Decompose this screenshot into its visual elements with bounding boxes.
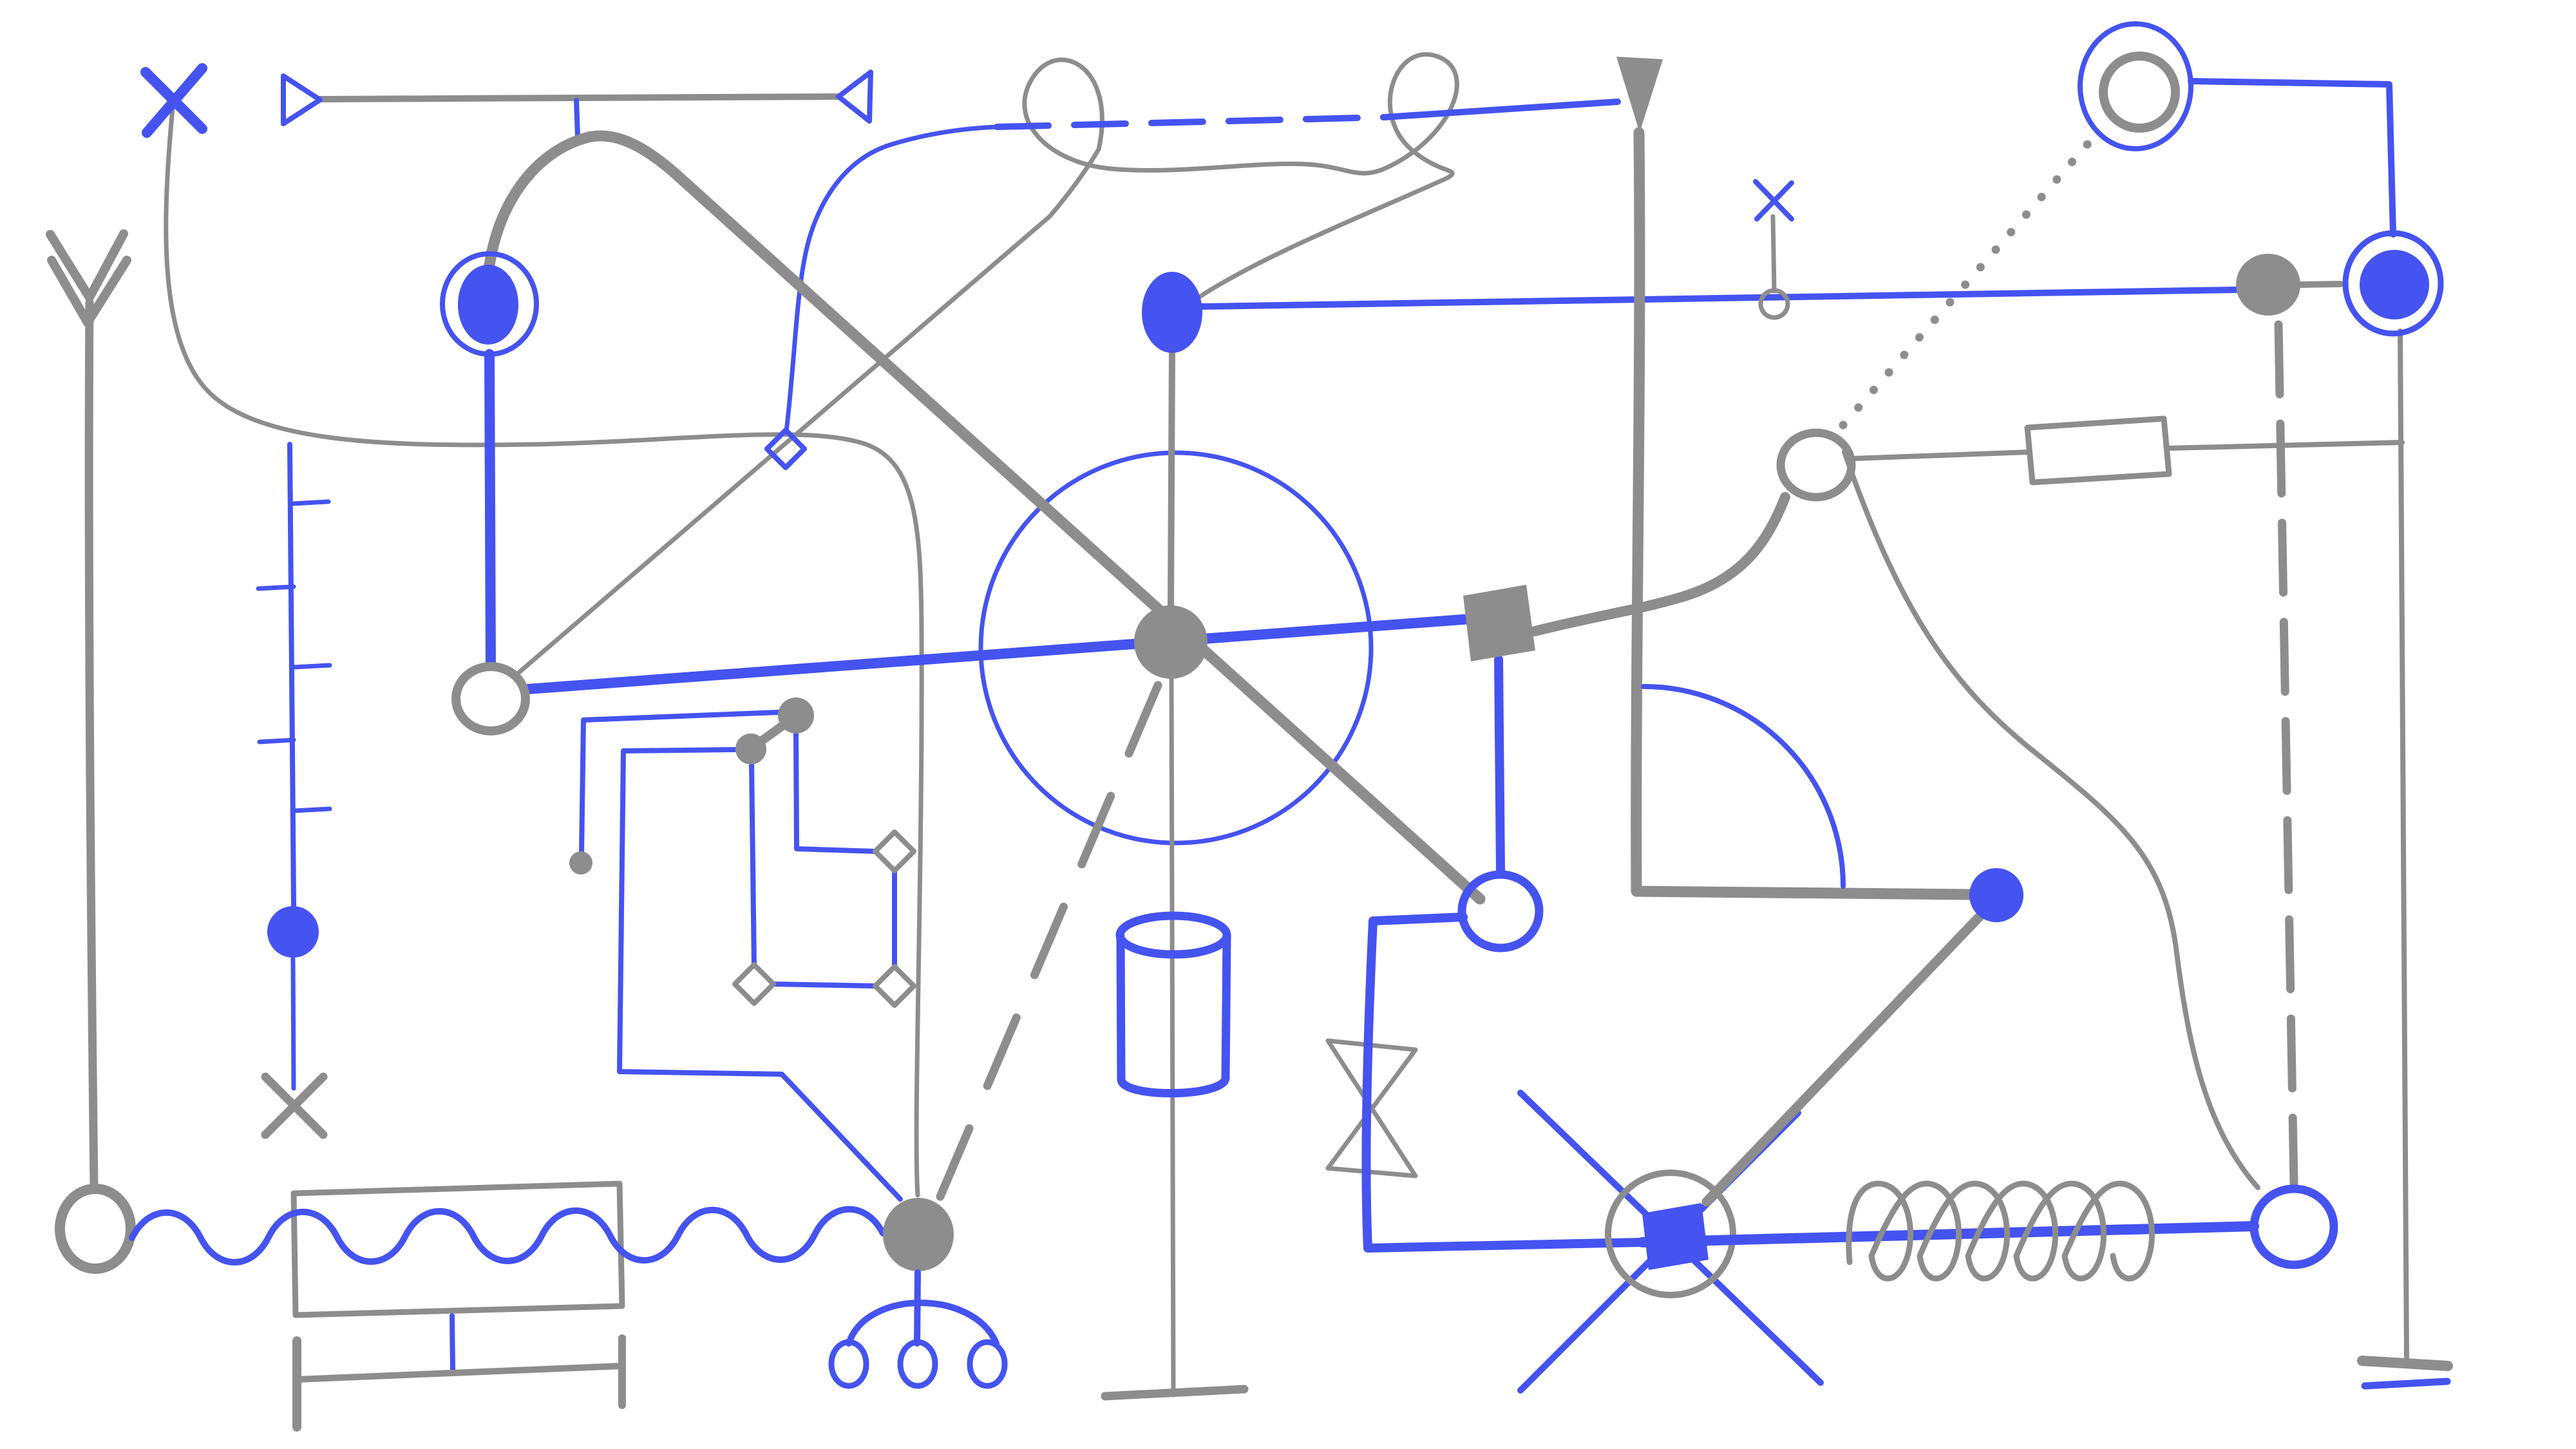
top-right-blue-wire [2188, 78, 2396, 238]
staircase-segment-d [793, 730, 878, 854]
main-blue-bus-line [523, 612, 1502, 694]
staircase-dot-large [778, 697, 814, 734]
diamond-handle-left [732, 962, 776, 1006]
ringed-blue-node-ring [440, 251, 539, 357]
bottom-t-bar [1101, 1385, 1249, 1401]
meander-curve [164, 106, 924, 1198]
probe-circle [1758, 288, 1790, 320]
small-blue-x [1753, 179, 1794, 222]
thick-vertical-drop-wire [1631, 127, 1978, 900]
dashed-diagonal-stroke [936, 681, 1162, 1201]
blue-x-mark-top-left [140, 63, 207, 138]
left-node-stem [290, 956, 296, 1091]
solid-blue-line-to-triangle [1381, 99, 1621, 120]
staircase-dot-medium [735, 734, 766, 764]
ringed-blue-node-right [2342, 230, 2444, 337]
blue-filled-node-right [1969, 868, 2023, 922]
staircase-segment-e [770, 868, 897, 989]
open-circle-junction-left [451, 662, 530, 735]
ruler-ticks [256, 499, 332, 813]
right-pointing-triangle-outline [281, 73, 323, 126]
thick-blue-vertical [484, 349, 496, 671]
staircase-blue-path [569, 697, 916, 1202]
square-to-circle-drop [1494, 655, 1505, 876]
ringed-blue-node-core [458, 265, 518, 345]
blue-tick-on-connector [574, 98, 580, 139]
ground-bar-blue [2361, 1378, 2451, 1390]
probe-stem [1770, 214, 1777, 294]
battery-blue-tick [450, 1313, 455, 1373]
big-blue-circle-outline [978, 450, 1374, 846]
ringed-node-right-ring [2342, 230, 2444, 337]
right-vertical-wire [2398, 328, 2409, 1363]
blue-right-angle-wire [1361, 913, 1647, 1253]
left-blue-filled-node [267, 906, 319, 958]
thick-arch-stroke [482, 130, 1486, 905]
right-s-curve [1842, 450, 2260, 1190]
chandelier-ring-middle [897, 1339, 938, 1389]
cylinder-body [1116, 931, 1231, 1097]
gray-square-junction [1463, 585, 1535, 661]
cylinder-symbol [1115, 911, 1231, 1097]
staircase-segment-b [617, 747, 903, 1202]
long-dashed-vertical [2274, 320, 2298, 1188]
filled-down-triangle [1616, 57, 1663, 133]
open-circle-junction-right [1776, 428, 1856, 502]
fuse-wire [1851, 440, 2405, 461]
left-open-ellipse-node [55, 1184, 136, 1274]
ruler-line-with-ticks [256, 442, 332, 908]
gray-dot-right [2236, 254, 2300, 316]
diamond-handle-right [873, 964, 916, 1008]
quarter-arc-blue [1641, 684, 1846, 889]
bottom-gray-node [883, 1198, 954, 1271]
diamond-curve [784, 124, 999, 434]
blue-filled-node-top-middle [1142, 272, 1202, 353]
fuse-rectangle [2024, 415, 2172, 486]
staircase-segment-a [579, 710, 782, 855]
upper-blue-bus-line [1198, 287, 2239, 310]
chandelier-dome [846, 1300, 999, 1347]
i-beam-rail [294, 1363, 625, 1383]
double-ring-top-right [2078, 21, 2193, 151]
blue-diamond-marker [764, 428, 807, 470]
ground-bar-gray [2357, 1356, 2453, 1371]
end-circle-bottom-right [2249, 1184, 2338, 1269]
gray-x-mark-left [261, 1072, 328, 1139]
double-loop-squiggle [516, 52, 1459, 675]
i-beam-terminal [292, 1334, 626, 1432]
staircase-segment-c [749, 761, 757, 969]
dotted-diagonal-line [1839, 123, 2107, 430]
small-x-and-circle-probe [1753, 179, 1794, 320]
left-vertical-wire [84, 298, 99, 1192]
staircase-dot-small [569, 851, 592, 875]
mid-vertical-lower [1169, 675, 1176, 1397]
double-ring-inner [2099, 52, 2180, 133]
cylinder-rim [1115, 911, 1231, 959]
chandelier-ring-left [828, 1339, 869, 1389]
double-ring-outer [2078, 21, 2193, 151]
chandelier-stem [914, 1269, 921, 1347]
chandelier-ring-right [967, 1339, 1008, 1389]
top-horizontal-connector [317, 93, 840, 102]
circled-square-ring [1605, 1170, 1736, 1298]
open-circle-blue-stroked [1457, 870, 1544, 952]
ruler-line [287, 442, 296, 908]
coil-spring-symbol [1846, 1180, 2155, 1282]
ground-symbol [2357, 1356, 2453, 1390]
bowtie-valve-symbol [1325, 1038, 1418, 1179]
dashed-blue-line-to-triangle [994, 114, 1388, 130]
central-gray-node [1134, 605, 1208, 679]
mid-vertical-upper [1168, 350, 1175, 610]
sine-wave-wire [129, 1206, 886, 1265]
left-pointing-triangle-outline [836, 70, 873, 124]
square-to-circle-s-stroke [1530, 492, 1790, 636]
battery-rectangle [290, 1180, 625, 1318]
gray-dot-link [2297, 281, 2344, 288]
node-to-square-diagonal [1701, 896, 1999, 1207]
chandelier-dome-with-three-rings [828, 1269, 1008, 1389]
diamond-handle-upper [873, 829, 916, 873]
ringed-node-right-core [2360, 250, 2429, 319]
